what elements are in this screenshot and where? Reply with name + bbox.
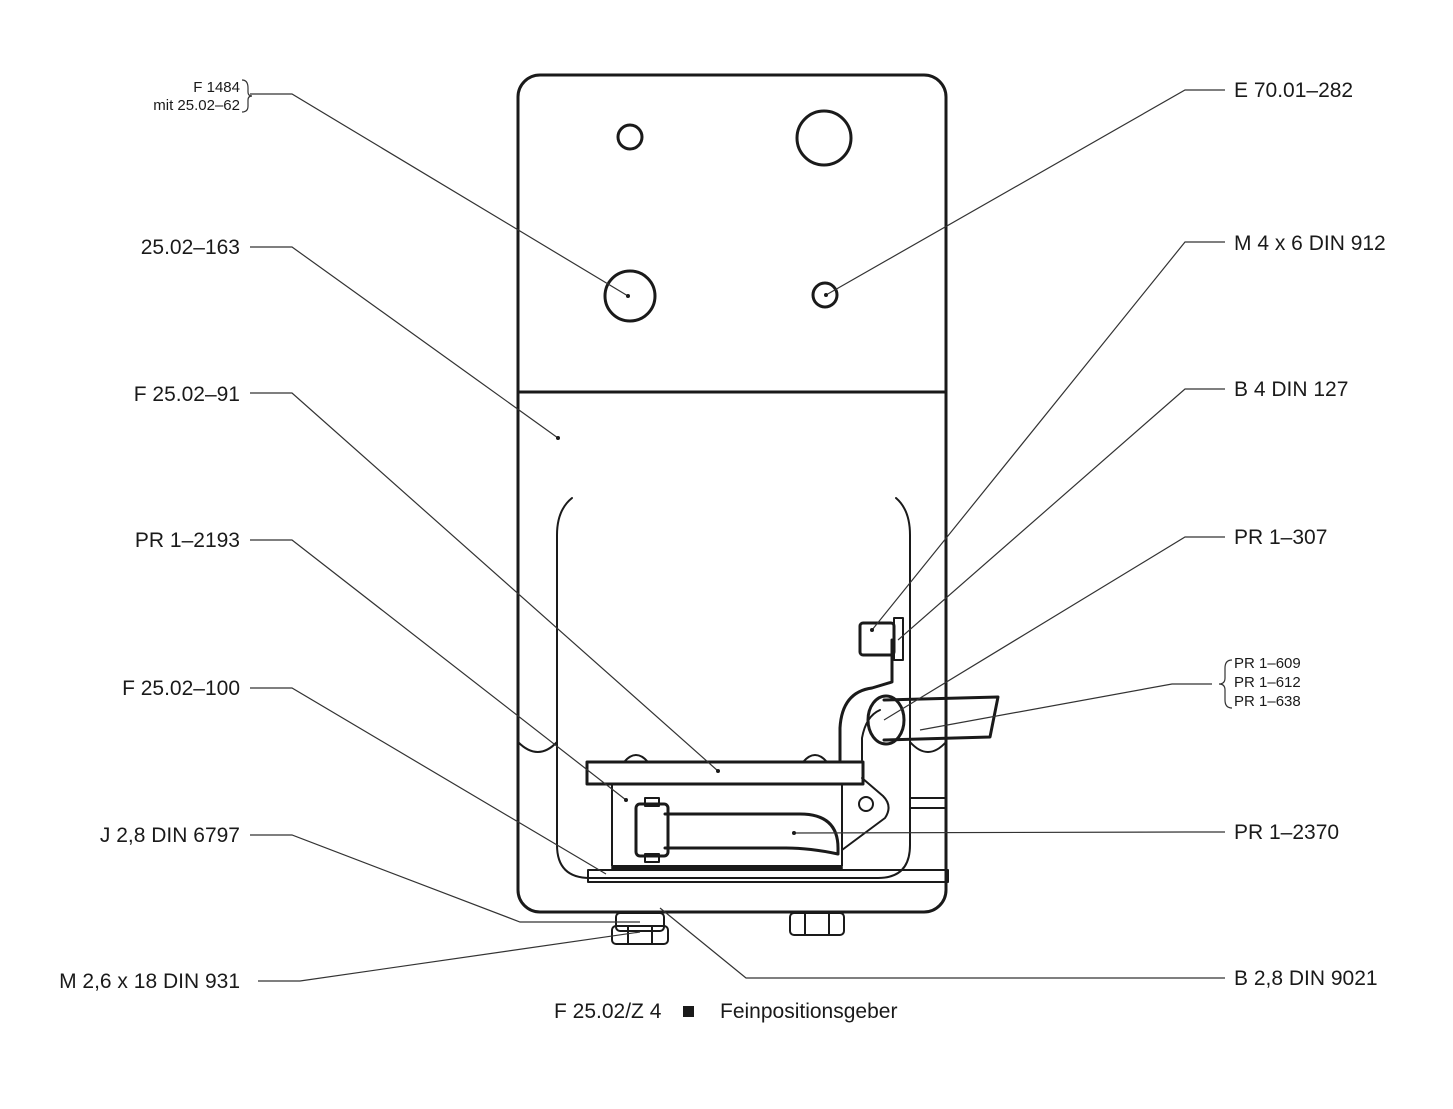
pivot-link (841, 777, 890, 851)
leader-b2-8 (659, 907, 1225, 979)
label-pr1-307: PR 1–307 (1234, 526, 1327, 549)
label-f25-02-100: F 25.02–100 (122, 677, 240, 700)
housing-outline (516, 73, 948, 914)
transducer-arm (663, 812, 840, 856)
leader-pr1-2370 (793, 831, 1225, 834)
leader-pr1-307 (883, 536, 1225, 721)
leader-f1484 (250, 93, 629, 297)
plate-bump-right (802, 754, 828, 763)
leader-j2-8 (250, 834, 640, 923)
label-j2-8-din6797: J 2,8 DIN 6797 (100, 824, 240, 847)
labels-left: F 1484 mit 25.02–62 25.02–163 F 25.02–91… (59, 79, 253, 993)
leader-m2-6 (258, 931, 641, 982)
leader-25-02-163 (250, 246, 559, 439)
leader-e70 (825, 89, 1225, 296)
sensor-cap-bottom (644, 853, 660, 863)
bracket-body (611, 783, 843, 867)
leader-b4 (897, 388, 1225, 641)
leader-pr1-2193 (250, 539, 627, 801)
label-f25-02-91: F 25.02–91 (134, 383, 240, 406)
label-pr1-612: PR 1–612 (1234, 674, 1301, 691)
pivot-hole (858, 796, 874, 812)
label-pr1-group-brace (1218, 659, 1233, 709)
clamp-washer (893, 617, 904, 661)
plate-bump-left (623, 754, 649, 763)
housing-assembly (516, 73, 1000, 945)
label-pr1-2370: PR 1–2370 (1234, 821, 1339, 844)
small-hole-right (811, 281, 839, 309)
leader-pr1-609 (919, 683, 1212, 731)
label-pr1-2193: PR 1–2193 (135, 529, 240, 552)
right-edge-step (909, 797, 947, 809)
nut-left (611, 912, 669, 945)
label-m4x6-din912: M 4 x 6 DIN 912 (1234, 232, 1386, 255)
label-f1484-line1: F 1484 (193, 79, 240, 96)
label-pr1-638: PR 1–638 (1234, 693, 1301, 710)
small-hole-top (616, 123, 644, 151)
right-wall-cutout (909, 741, 947, 753)
transducer-plate (585, 760, 865, 786)
figure-caption: F 25.02/Z 4 Feinpositionsgeber (554, 1000, 897, 1023)
leader-f25-02-100 (250, 687, 607, 875)
label-pr1-609: PR 1–609 (1234, 655, 1301, 672)
labels-right: E 70.01–282 M 4 x 6 DIN 912 B 4 DIN 127 … (1218, 79, 1386, 990)
medium-hole (603, 269, 657, 323)
base-plate (587, 869, 949, 883)
cable-grommet (866, 694, 906, 746)
left-wall-cutout (517, 741, 558, 753)
label-25-02-163: 25.02–163 (141, 236, 240, 259)
label-b2-8-din9021: B 2,8 DIN 9021 (1234, 967, 1378, 990)
large-hole-top (795, 109, 853, 167)
label-m2-6x18-din931: M 2,6 x 18 DIN 931 (59, 970, 240, 993)
leader-lines (250, 89, 1225, 982)
sensor-element (634, 802, 670, 858)
caption-bullet (683, 1006, 694, 1017)
label-b4-din127: B 4 DIN 127 (1234, 378, 1348, 401)
nut-right (789, 912, 845, 936)
label-f1484-line2: mit 25.02–62 (153, 97, 240, 114)
sensor-cap-top (644, 797, 660, 807)
label-e70-01-282: E 70.01–282 (1234, 79, 1353, 102)
caption-title: Feinpositionsgeber (720, 1000, 897, 1023)
leader-m4x6 (871, 241, 1225, 631)
clamp-screw (858, 621, 896, 657)
cable-clamp (838, 638, 894, 762)
label-f1484-brace (241, 79, 253, 113)
inner-cavity (556, 497, 911, 879)
caption-code: F 25.02/Z 4 (554, 1000, 662, 1023)
leader-f25-02-91 (250, 392, 719, 772)
